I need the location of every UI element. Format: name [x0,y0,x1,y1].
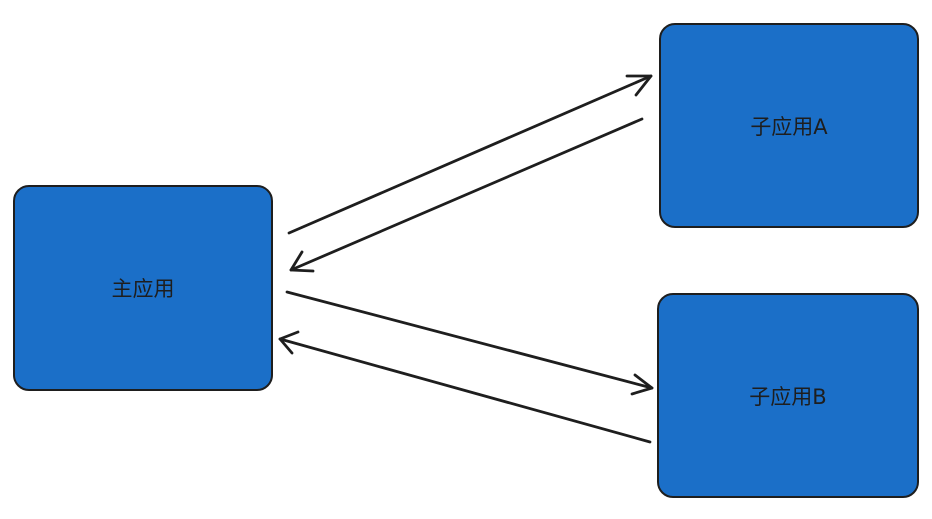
arrow-a-to-main [289,117,644,273]
sub-app-a-node[interactable]: 子应用A [659,23,919,228]
arrow-b-to-main [278,330,652,444]
sub-app-b-node[interactable]: 子应用B [657,293,919,498]
sub-app-a-label: 子应用A [750,114,828,139]
main-app-node[interactable]: 主应用 [13,185,273,391]
arrow-main-to-a [287,74,653,235]
main-app-label: 主应用 [111,277,175,301]
arrow-main-to-b [285,290,654,396]
sub-app-b-label: 子应用B [749,384,827,409]
